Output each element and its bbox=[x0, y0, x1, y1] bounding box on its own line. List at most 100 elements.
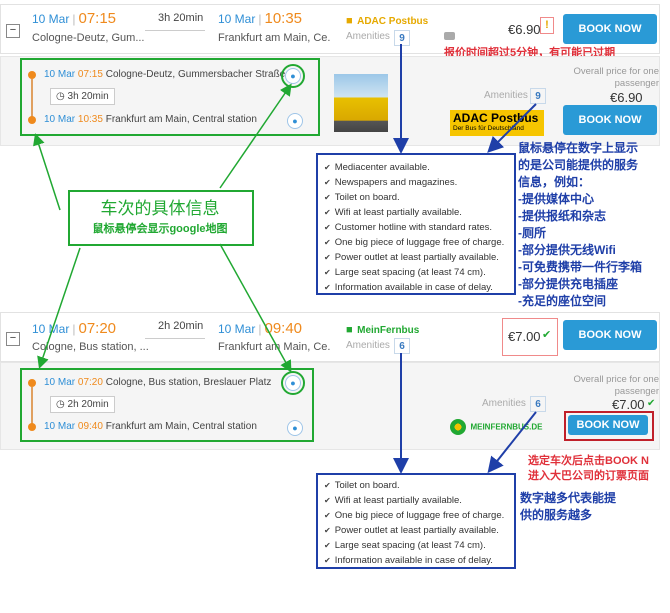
trip1-amenities[interactable]: Amenities bbox=[346, 31, 390, 42]
trip2-amenities-count[interactable]: 6 bbox=[394, 338, 410, 354]
trip2-dep-place: Cologne, Bus station, ... bbox=[32, 341, 149, 353]
checkmark-icon: ✔ bbox=[647, 398, 656, 409]
trip1-detail-duration-box: ◷ 3h 20min bbox=[50, 88, 115, 105]
collapse-icon[interactable]: − bbox=[6, 24, 20, 38]
hover-note-line: 的是公司能提供的服务 bbox=[518, 158, 639, 172]
price-warning-icon: ! bbox=[540, 17, 554, 34]
adac-logo-title: ADAC Postbus bbox=[453, 111, 539, 125]
amenity-item: Large seat spacing (at least 74 cm). bbox=[324, 540, 504, 551]
camera-icon bbox=[444, 32, 455, 40]
trip2-detail-dep-date: 10 Mar bbox=[44, 377, 76, 388]
book-note-line: 选定车次后点击BOOK N bbox=[528, 455, 649, 467]
trip2-summary-row[interactable] bbox=[0, 312, 660, 362]
trip1-book-now-button[interactable]: BOOK NOW bbox=[563, 14, 657, 44]
trip2-detail-book-now-button[interactable]: BOOK NOW bbox=[568, 415, 648, 435]
trip1-overall-label: Overall price for one passenger bbox=[573, 66, 659, 89]
trip2-arr-map-pin-icon[interactable]: ● bbox=[287, 420, 303, 436]
trip1-detail-amenities[interactable]: Amenities bbox=[484, 90, 528, 101]
trip1-dep-time-block: 10 Mar|07:15 bbox=[32, 10, 117, 27]
trip2-detail-highlight bbox=[20, 368, 314, 442]
trip1-detail-dep-date: 10 Mar bbox=[44, 69, 76, 80]
amenity-item: Information available in case of delay. bbox=[324, 282, 504, 293]
amenity-item: Mediacenter available. bbox=[324, 162, 504, 173]
trip1-arrow bbox=[145, 30, 205, 31]
trip2-amenities[interactable]: Amenities bbox=[346, 340, 390, 351]
hover-note-line: -部分提供无线Wifi bbox=[518, 243, 616, 257]
trip2-duration: 2h 20min bbox=[158, 320, 204, 332]
amenity-item: Wifi at least partially available. bbox=[324, 207, 504, 218]
trip2-detail-duration-box: ◷ 2h 20min bbox=[50, 396, 115, 413]
more-note-line: 数字越多代表能提 bbox=[520, 491, 617, 505]
trip2-route-line bbox=[31, 387, 33, 425]
trip1-dep-dot bbox=[28, 71, 36, 79]
trip2-arr-time-block: 10 Mar|09:40 bbox=[218, 320, 303, 337]
trip1-arr-map-pin-icon[interactable]: ● bbox=[287, 113, 303, 129]
amenity-item: Newspapers and magazines. bbox=[324, 177, 504, 188]
clock-icon: ◷ bbox=[56, 91, 65, 102]
hover-note-line: 信息，例如： bbox=[518, 175, 591, 189]
trip2-arrow bbox=[145, 338, 205, 339]
trip1-detail-highlight bbox=[20, 58, 320, 136]
bus-icon: ■ bbox=[346, 324, 353, 336]
center-annotation-sub: 鼠标悬停会显示google地图 bbox=[92, 223, 228, 235]
hover-note-line: -厕所 bbox=[518, 226, 546, 240]
amenity-item: Toilet on board. bbox=[324, 480, 504, 491]
trip2-detail-arr-place: Frankfurt am Main, Central station bbox=[105, 421, 257, 432]
trip2-company: ■ MeinFernbus bbox=[346, 320, 419, 338]
trip2-detail-arr-date: 10 Mar bbox=[44, 421, 76, 432]
trip2-company-name: MeinFernbus bbox=[357, 325, 420, 336]
trip2-detail-duration: 2h 20min bbox=[67, 399, 109, 410]
trip1-duration: 3h 20min bbox=[158, 12, 204, 24]
trip1-route-line bbox=[31, 79, 33, 119]
more-note-line: 供的服务越多 bbox=[520, 508, 593, 522]
trip1-dep-map-pin-icon[interactable]: ● bbox=[285, 68, 301, 84]
amenity-item: Large seat spacing (at least 74 cm). bbox=[324, 267, 504, 278]
trip2-dep-map-pin-icon[interactable]: ● bbox=[285, 375, 301, 391]
adac-postbus-logo: ADAC Postbus Der Bus für Deutschland bbox=[450, 110, 544, 136]
meinfernbus-logo-text: MEINFERNBUS.DE bbox=[470, 422, 543, 432]
trip2-map-pin-highlight bbox=[281, 371, 305, 395]
trip2-detail-arr-time: 09:40 bbox=[77, 421, 103, 432]
trip2-book-now-highlight bbox=[564, 411, 654, 441]
trip2-arr-date: 10 Mar bbox=[218, 322, 256, 336]
arrow-line bbox=[33, 133, 61, 211]
trip2-overall-price: €7.00 bbox=[612, 397, 645, 412]
trip2-book-now-button[interactable]: BOOK NOW bbox=[563, 320, 657, 350]
trip1-arr-place: Frankfurt am Main, Ce... bbox=[218, 32, 330, 44]
hover-note-line: -部分提供充电插座 bbox=[518, 277, 618, 291]
trip2-overall-label: Overall price for one passenger bbox=[573, 374, 659, 397]
trip1-summary-row[interactable] bbox=[0, 4, 660, 54]
amenity-item: Customer hotline with standard rates. bbox=[324, 222, 504, 233]
trip1-overall-price: €6.90 bbox=[610, 90, 643, 105]
amenity-item: One big piece of luggage free of charge. bbox=[324, 510, 505, 521]
trip2-price: €7.00 bbox=[508, 329, 541, 344]
center-annotation-title: 车次的具体信息 bbox=[100, 199, 220, 218]
trip1-detail-arr-time: 10:35 bbox=[77, 114, 103, 125]
trip1-map-pin-highlight bbox=[281, 64, 305, 88]
trip2-arr-dot bbox=[28, 423, 36, 431]
trip2-detail-amenities-label: Amenities bbox=[482, 398, 526, 409]
trip2-detail-amenities-count[interactable]: 6 bbox=[530, 396, 546, 412]
trip2-detail-amenities[interactable]: Amenities bbox=[482, 398, 526, 409]
trip2-dep-dot bbox=[28, 379, 36, 387]
trip2-arr-place: Frankfurt am Main, Ce... bbox=[218, 341, 330, 353]
trip2-dep-time: 07:20 bbox=[78, 320, 117, 337]
amenity-item: Toilet on board. bbox=[324, 192, 504, 203]
trip1-arr-date: 10 Mar bbox=[218, 12, 256, 26]
amenity-item: Wifi at least partially available. bbox=[324, 495, 504, 506]
trip1-detail-amenities-label: Amenities bbox=[484, 90, 528, 101]
trip1-arr-time: 10:35 bbox=[264, 10, 303, 27]
book-note: 选定车次后点击BOOK N 进入大巴公司的订票页面 bbox=[528, 454, 649, 484]
collapse-icon[interactable]: − bbox=[6, 332, 20, 346]
amenity-item: Power outlet at least partially availabl… bbox=[324, 252, 504, 263]
trip1-amenities-count[interactable]: 9 bbox=[394, 30, 410, 46]
hover-note-line: -提供报纸和杂志 bbox=[518, 209, 606, 223]
amenity-item: Information available in case of delay. bbox=[324, 555, 504, 566]
trip1-dep-time: 07:15 bbox=[78, 10, 117, 27]
trip1-company: ■ ADAC Postbus bbox=[346, 11, 428, 29]
trip2-price-highlight bbox=[502, 318, 558, 356]
trip1-detail-amenities-count[interactable]: 9 bbox=[530, 88, 546, 104]
trip2-arr-time: 09:40 bbox=[264, 320, 303, 337]
trip1-detail-book-now-button[interactable]: BOOK NOW bbox=[563, 105, 657, 135]
trip1-arr-dot bbox=[28, 116, 36, 124]
